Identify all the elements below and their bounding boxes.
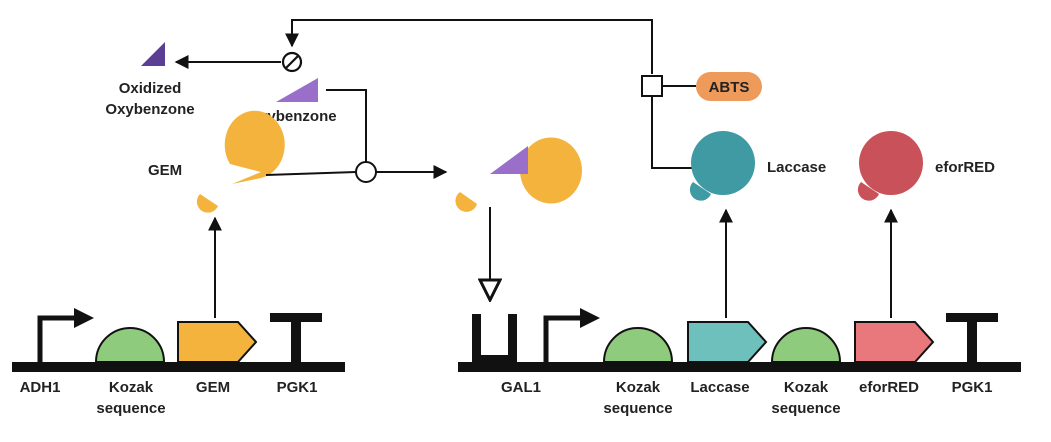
abts-label: ABTS (709, 79, 750, 96)
gem-binding-line (265, 171, 357, 176)
inhibit-icon (281, 51, 303, 73)
kozak-shape (770, 327, 842, 363)
terminator-icon (946, 313, 998, 364)
oxybenzone-shape (276, 78, 318, 102)
terminator-icon (270, 313, 322, 364)
eforred-protein-shape (859, 131, 923, 195)
gem-cds-shape (177, 321, 258, 363)
eforred-cds-shape (854, 321, 935, 363)
promoter-arrow-icon (37, 308, 94, 362)
eforred-protein-label: eforRED (935, 159, 995, 176)
oxidized-oxybenzone-shape (141, 42, 165, 66)
laccase-catalysis-line (651, 96, 696, 169)
laccase-cds-label: Laccase (690, 379, 749, 396)
gem-protein-label: GEM (148, 162, 182, 179)
gem-protein-tail (196, 194, 218, 213)
complex-oxybenzone-shape (490, 146, 528, 174)
adh1-label: ADH1 (20, 379, 61, 396)
right-dna-backbone (458, 362, 1021, 372)
gem-complex-shape (520, 137, 582, 204)
kozak-a-label-line1: Kozak (616, 379, 661, 396)
pgk1-right-label: PGK1 (952, 379, 993, 396)
catalysis-node-icon (641, 75, 663, 97)
laccase-protein-tail (689, 182, 711, 201)
gem-protein-shape (224, 110, 285, 184)
pgk1-left-label: PGK1 (277, 379, 318, 396)
kozak-a-label-line2: sequence (603, 400, 672, 417)
kozak-label-line2: sequence (96, 400, 165, 417)
binding-node-icon (355, 161, 377, 183)
kozak-shape (602, 327, 674, 363)
oxidized-label: Oxidized (119, 80, 182, 97)
laccase-protein-shape (691, 131, 755, 195)
promoter-arrow-icon (543, 308, 600, 362)
kozak-b-label-line1: Kozak (784, 379, 829, 396)
gem-cds-label: GEM (196, 379, 230, 396)
abts-badge (696, 72, 762, 101)
laccase-protein-label: Laccase (767, 159, 826, 176)
oxybenzone-binding-line (326, 89, 367, 163)
eforred-protein-tail (857, 182, 879, 201)
gem-complex-tail (455, 192, 477, 212)
feedback-line (285, 19, 653, 74)
eforred-cds-label: eforRED (859, 379, 919, 396)
left-dna-backbone (12, 362, 345, 372)
laccase-cds-shape (687, 321, 768, 363)
gal1-label: GAL1 (501, 379, 541, 396)
kozak-b-label-line2: sequence (771, 400, 840, 417)
kozak-label-line1: Kozak (109, 379, 154, 396)
oxidized-oxybenzone-label: Oxybenzone (105, 101, 194, 118)
kozak-shape (94, 327, 166, 363)
operator-icon (472, 314, 517, 364)
